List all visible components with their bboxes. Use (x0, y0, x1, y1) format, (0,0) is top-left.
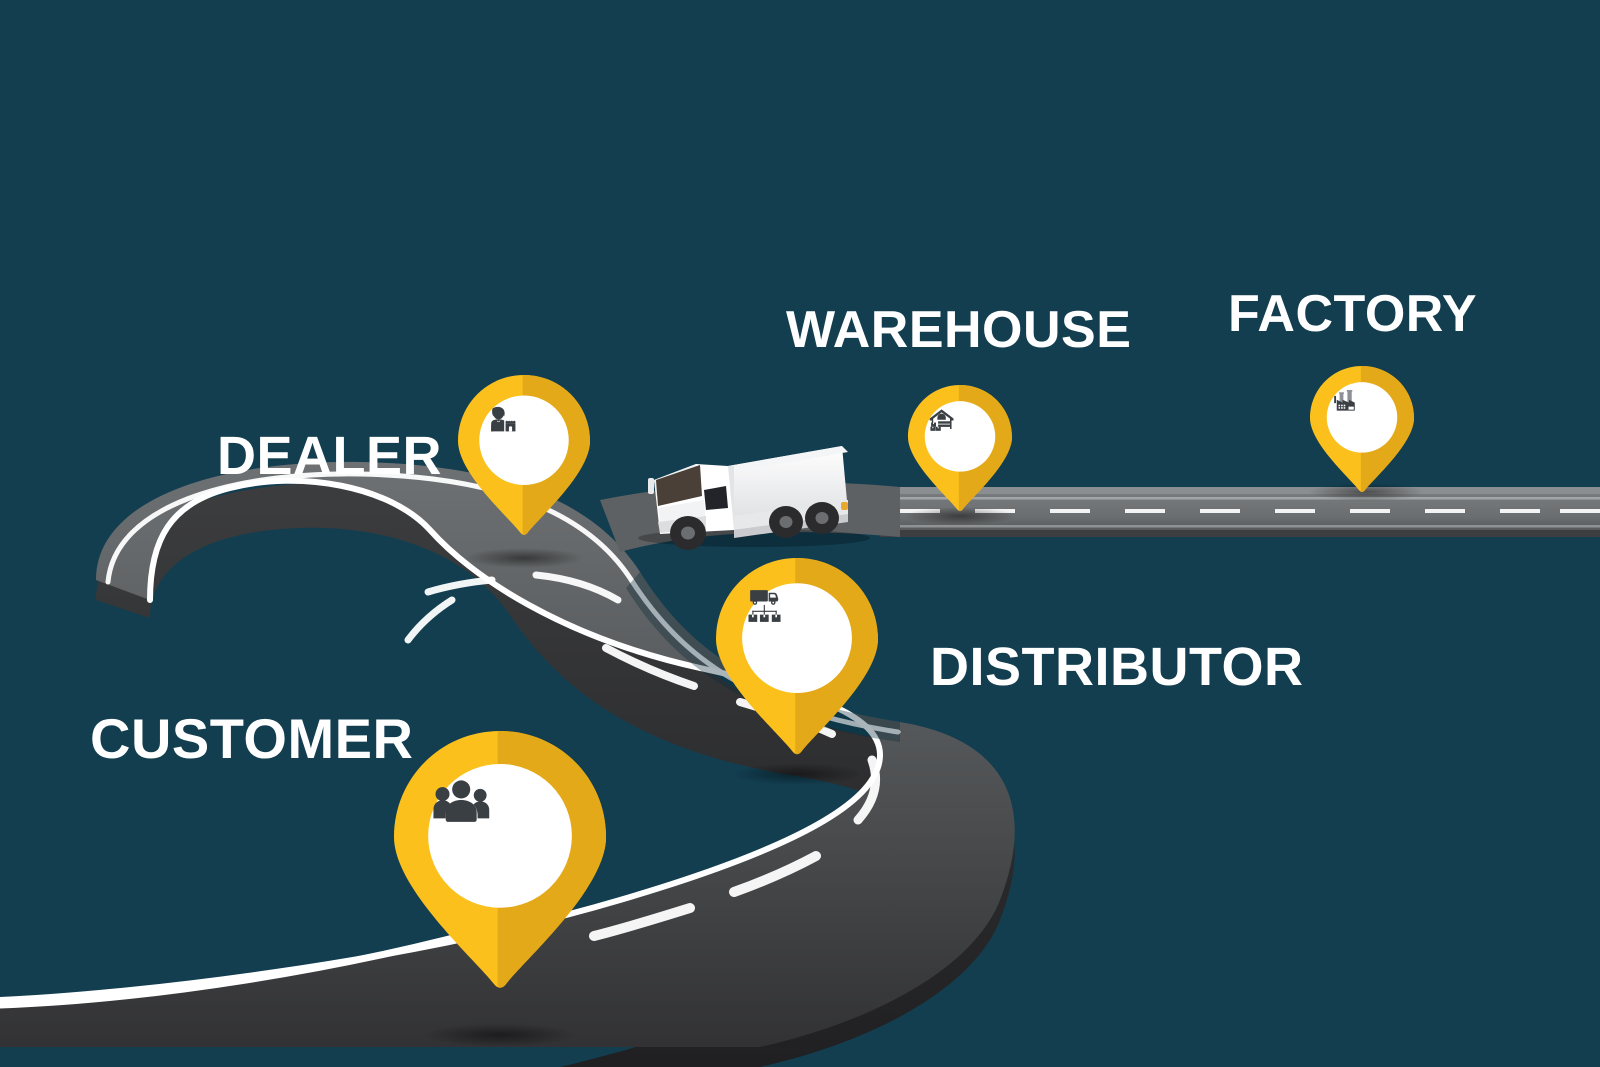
pin-shadow-customer (424, 1023, 576, 1047)
warehouse-boxes (930, 422, 941, 431)
factory-icon (1334, 390, 1355, 411)
pin-dealer[interactable] (458, 375, 591, 568)
pin-factory[interactable] (1308, 366, 1424, 501)
shop-front (505, 420, 516, 432)
label-factory: FACTORY (1228, 285, 1478, 343)
label-customer: CUSTOMER (90, 707, 414, 770)
customer-group-icon (433, 780, 490, 822)
road-center-dashes (404, 571, 880, 941)
road-foreground-segment (0, 916, 524, 1009)
pin-shadow-warehouse (904, 507, 1016, 525)
distributor-truck-icon (748, 590, 781, 622)
pin-shadow-dealer (464, 548, 584, 568)
pin-distributor[interactable] (716, 558, 878, 785)
distribution-boxes (748, 614, 781, 622)
label-dealer: DEALER (217, 426, 443, 486)
truck-wheels (670, 502, 839, 550)
warehouse-icon (929, 409, 954, 431)
pin-warehouse[interactable] (904, 385, 1016, 525)
dealer-person-icon (491, 406, 516, 432)
pin-customer[interactable] (394, 731, 607, 1047)
pin-shadow-distributor (732, 763, 864, 785)
label-distributor: DISTRIBUTOR (930, 637, 1304, 697)
label-warehouse: WAREHOUSE (786, 301, 1132, 359)
foreground-edge-line (0, 916, 524, 1009)
cargo-truck (638, 446, 870, 550)
pin-shadow-factory (1308, 483, 1424, 501)
